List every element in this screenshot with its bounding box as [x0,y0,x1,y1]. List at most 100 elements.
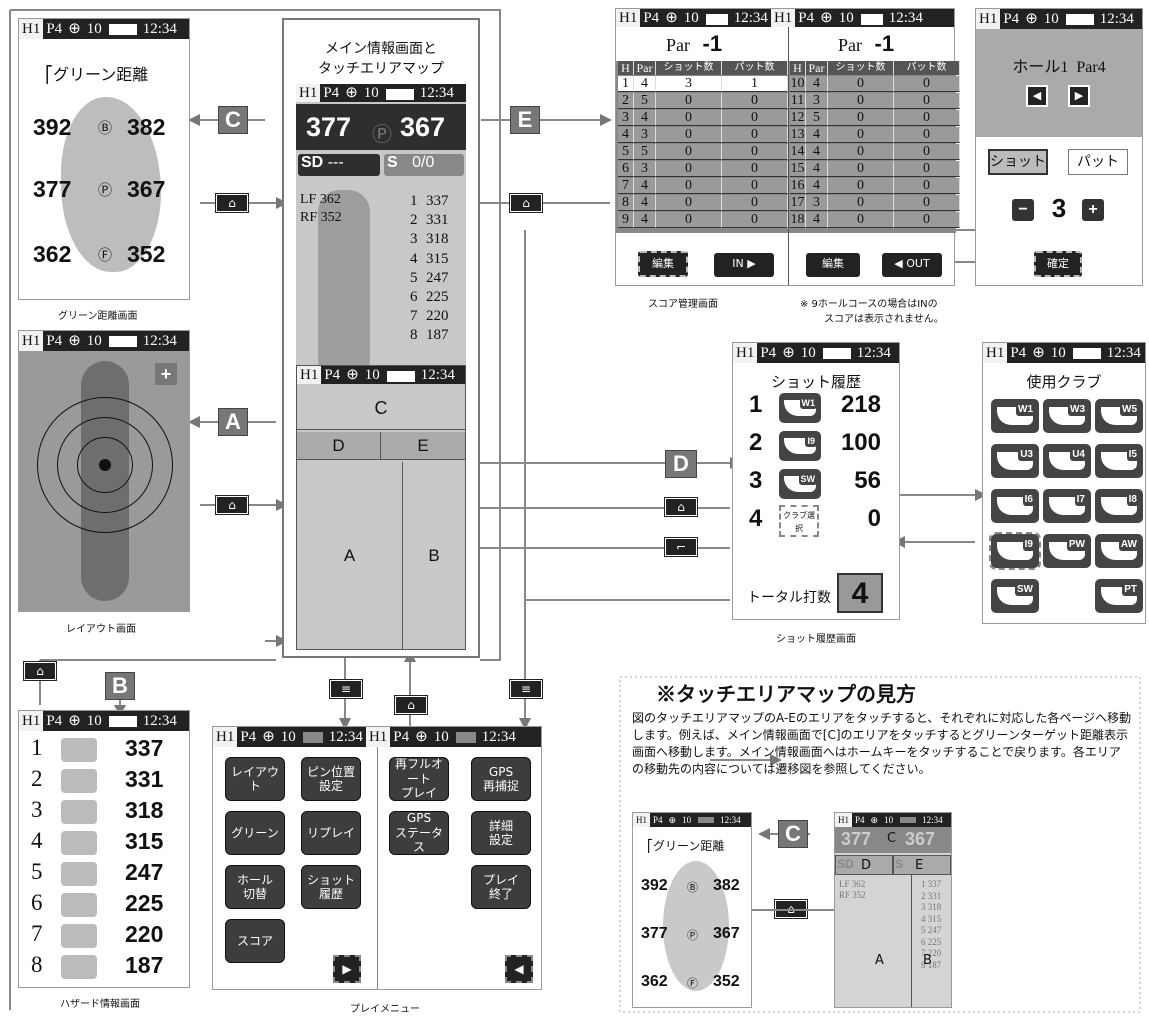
score-cell: 0 [894,178,960,194]
zoom-plus-button[interactable]: + [155,363,177,385]
prev-page-button[interactable]: ◀ [505,955,533,983]
club-icon[interactable]: SW [779,469,821,499]
score-cell: 0 [828,195,894,211]
menu-item[interactable]: 再フルオート プレイ [389,757,449,801]
club-button[interactable]: SW [991,579,1039,613]
menu-item[interactable]: GPS 再捕捉 [471,757,531,801]
edit-button-in[interactable]: 編集 [806,253,860,277]
menu-icon: ≡ [329,679,363,699]
menu-item[interactable]: レイアウト [225,757,285,801]
club-icon[interactable]: I9 [779,431,821,461]
out-button[interactable]: ◀ OUT [882,253,942,277]
in-button[interactable]: IN ▶ [714,253,774,277]
score-cell: 0 [828,110,894,126]
prev-hole-button[interactable]: ◀ [1026,85,1048,107]
menu-item[interactable]: ピン位置 設定 [301,757,361,801]
confirm-button[interactable]: 確定 [1034,251,1082,277]
score-cell: 5 [806,110,828,126]
battery-icon [822,348,851,359]
club-title: 使用クラブ [1026,375,1102,391]
score-cell: 16 [790,178,806,194]
p-marker-icon: Ⓟ [98,183,112,199]
score-cell: 0 [722,110,788,126]
touch-area-d[interactable]: D [297,432,381,460]
club-icon: ⌐ [664,537,698,557]
club-button[interactable]: U3 [991,444,1039,478]
club-button[interactable]: U4 [1043,444,1091,478]
score-cell: 7 [618,178,634,194]
score-header: Par [634,61,656,75]
menu-item[interactable]: リプレイ [301,811,361,855]
next-page-button[interactable]: ▶ [333,955,361,983]
edit-button[interactable]: 編集 [638,251,688,277]
touch-area-e[interactable]: E [381,432,465,460]
score-cell: 18 [790,212,806,228]
club-select-button[interactable]: クラブ選択 [779,505,819,537]
globe-icon: ⊕ [68,333,81,349]
plus-button[interactable]: + [1082,199,1104,221]
club-name: I5 [1126,448,1139,461]
club-icon[interactable]: W1 [779,393,821,423]
mini-front-right: 352 [713,973,740,990]
club-name: U3 [1018,448,1035,461]
score-cell: 0 [894,76,960,92]
score-cell: 3 [634,127,656,143]
club-button[interactable]: W3 [1043,399,1091,433]
globe-icon: ⊕ [345,85,358,101]
hazard-number: 3 [31,797,43,822]
club-button[interactable]: I9 [989,532,1041,570]
distance-panel[interactable] [296,104,466,150]
hazard-num: 1 [410,193,418,209]
score-cell: 0 [656,93,722,109]
menu-item[interactable]: 詳細 設定 [471,811,531,855]
hazard-number: 4 [31,828,43,853]
hazard-num: 3 [410,231,418,248]
next-hole-button[interactable]: ▶ [1068,85,1090,107]
hazard-num: 6 [410,289,418,306]
total-strokes: 4 [837,573,883,613]
menu-item[interactable]: ショット 履歴 [301,865,361,909]
score-note-2: スコアは表示されません。 [824,314,944,325]
club-name: I9 [1022,538,1035,551]
club-button[interactable]: AW [1095,534,1143,568]
score-header: パット数 [722,61,788,75]
shot-distance: 100 [840,429,881,456]
club-button[interactable]: I8 [1095,489,1143,523]
main-title-line1: メイン情報画面と [325,41,437,57]
menu-item[interactable]: ホール 切替 [225,865,285,909]
touch-area-b[interactable]: B [428,546,440,565]
back-left: 392 [33,114,72,140]
club-button[interactable]: I6 [991,489,1039,523]
club-button[interactable]: I5 [1095,444,1143,478]
club-button[interactable]: PW [1043,534,1091,568]
club-button[interactable]: PT [1095,579,1143,613]
score-cell: 4 [806,161,828,177]
menu-item[interactable]: スコア [225,919,285,963]
shot-number: 4 [749,505,763,532]
f-marker-icon: Ⓕ [98,248,112,264]
touch-area-c[interactable]: C [297,386,465,430]
score-cell: 0 [894,93,960,109]
touch-area-a[interactable]: A [297,462,403,649]
in-par-total: Par -1 [838,31,895,56]
score-cell: 17 [790,195,806,211]
club-button[interactable]: W1 [991,399,1039,433]
putt-tab[interactable]: パット [1068,149,1128,175]
score-cell: 0 [828,144,894,160]
club-button[interactable]: I7 [1043,489,1091,523]
minus-button[interactable]: − [1012,199,1034,221]
shot-tab[interactable]: ショット [988,149,1048,175]
menu-item[interactable]: グリーン [225,811,285,855]
club-button[interactable]: W5 [1095,399,1143,433]
hazard-dist: 315 [426,250,449,267]
score-header: H [618,61,634,75]
menu-item[interactable]: GPS ステータス [389,811,449,855]
menu-item[interactable]: プレイ 終了 [471,865,531,909]
score-cell: 4 [806,127,828,143]
score-cell: 3 [618,110,634,126]
